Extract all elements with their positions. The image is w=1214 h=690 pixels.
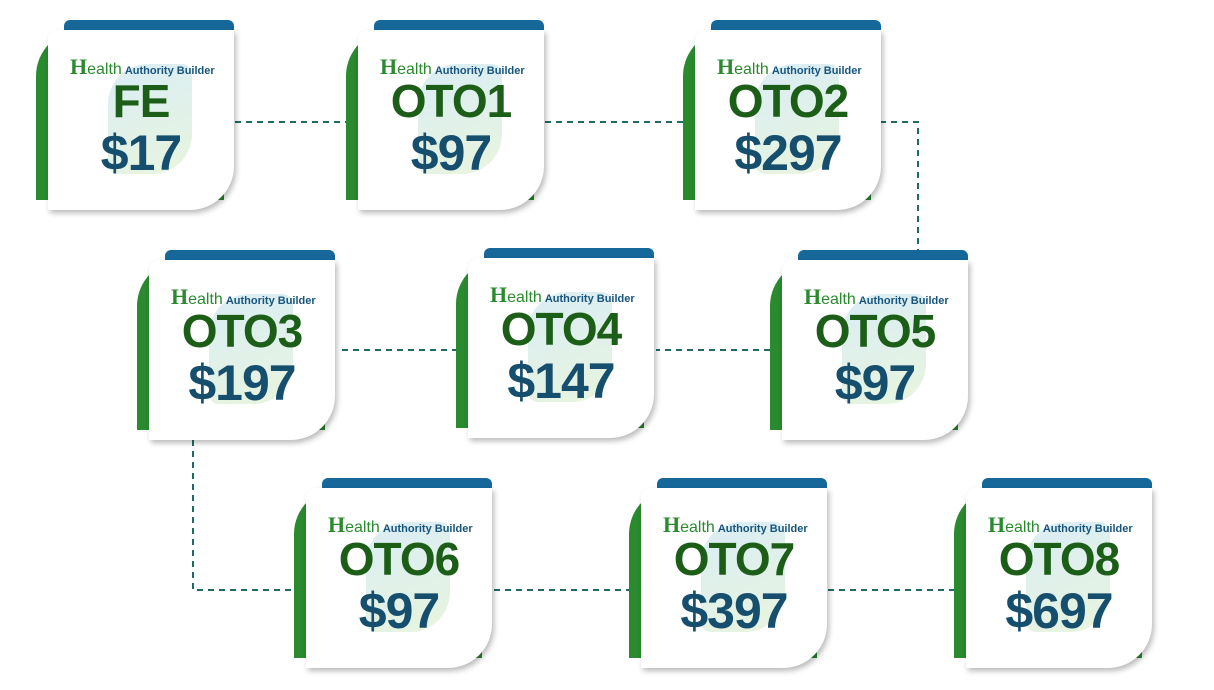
watermark-logo <box>418 64 502 174</box>
offer-price: $97 <box>410 125 492 181</box>
watermark-logo <box>755 64 839 174</box>
offer-price: $197 <box>188 355 296 411</box>
offer-price: $17 <box>100 125 182 181</box>
watermark-logo <box>108 64 192 174</box>
offer-name: FE <box>112 75 171 127</box>
watermark-logo <box>209 294 293 404</box>
offer-price: $97 <box>834 355 916 411</box>
offer-name: OTO1 <box>390 75 512 127</box>
watermark-logo <box>1026 522 1110 632</box>
offer-price: $697 <box>1005 583 1113 639</box>
offer-price: $397 <box>680 583 788 639</box>
offer-name: OTO6 <box>338 533 460 585</box>
offer-name: OTO5 <box>814 305 936 357</box>
offer-name: OTO2 <box>727 75 849 127</box>
watermark-logo <box>366 522 450 632</box>
offer-name: OTO3 <box>181 305 303 357</box>
offer-price: $147 <box>507 353 615 409</box>
connector-oto2-oto5 <box>880 121 919 250</box>
offer-price: $297 <box>734 125 842 181</box>
offer-price: $97 <box>358 583 440 639</box>
offer-name: OTO7 <box>673 533 795 585</box>
connector-oto3-oto6 <box>192 440 296 591</box>
watermark-logo <box>528 292 612 402</box>
offer-name: OTO4 <box>500 303 622 355</box>
watermark-logo <box>842 294 926 404</box>
offer-name: OTO8 <box>998 533 1120 585</box>
watermark-logo <box>701 522 785 632</box>
